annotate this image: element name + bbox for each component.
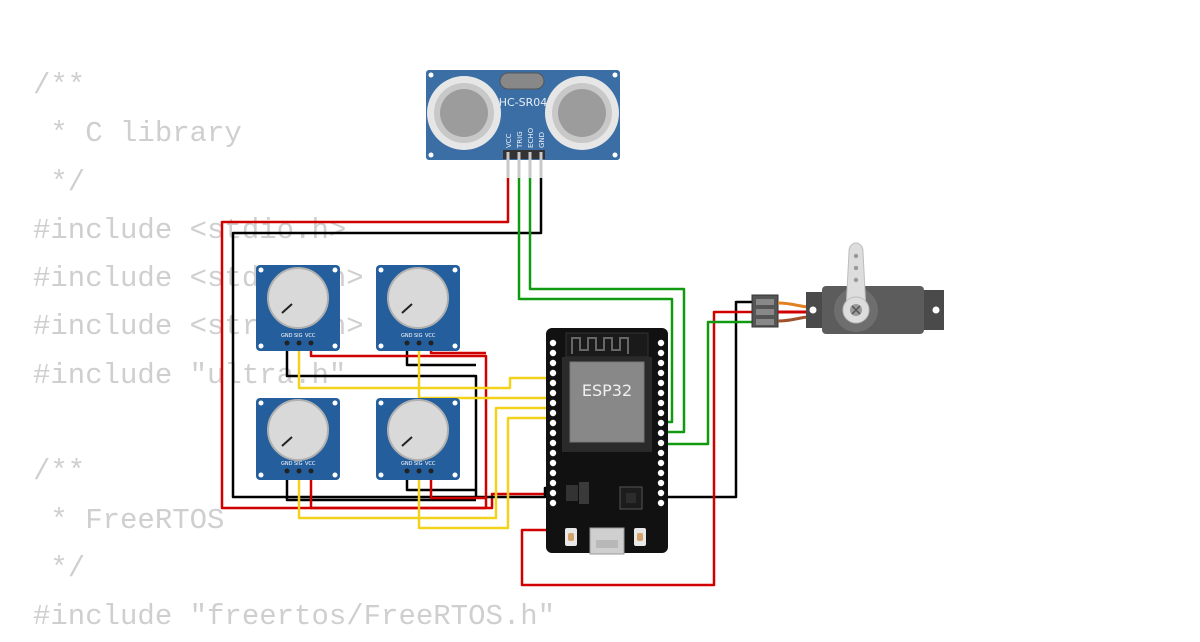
potentiometer-3[interactable]: GND SIG VCC [256, 398, 340, 480]
wire-servo-signal [666, 320, 752, 446]
wire-pot3-sig [297, 406, 552, 520]
wire-pot4-sig [417, 416, 552, 530]
code-line: * FreeRTOS [33, 503, 225, 537]
pot-pin-label-gnd: GND [401, 333, 413, 339]
sensor-pin-label-vcc: VCC [505, 133, 513, 148]
wire-sensor-vcc [220, 160, 552, 510]
wires [220, 160, 752, 587]
sensor-header-pins [503, 150, 545, 159]
sensor-pin-label-gnd: GND [538, 132, 546, 148]
pot-knob[interactable] [267, 267, 329, 329]
sensor-pin-label-trig: TRIG [516, 131, 524, 149]
code-line: /** [33, 69, 86, 102]
servo-horn[interactable] [845, 242, 867, 311]
esp32-pins-right [657, 339, 665, 507]
crystal-oscillator [499, 72, 545, 90]
potentiometer-4[interactable]: GND SIG VCC [376, 398, 460, 480]
code-line: /** [33, 455, 86, 489]
potentiometer-2[interactable]: GND SIG VCC [376, 265, 460, 351]
pot-knob[interactable] [387, 399, 449, 461]
wire-pot1-sig [297, 343, 552, 390]
potentiometer-1[interactable]: GND SIG VCC [256, 265, 340, 351]
pot-pin-label-vcc: VCC [425, 461, 436, 467]
antenna-trace [571, 337, 629, 354]
pot-pin-label-vcc: VCC [305, 461, 316, 467]
wire-pot1-gnd [285, 343, 478, 497]
sensor-pin-label-echo: ECHO [527, 127, 535, 148]
code-line: #include "ultra.h" [33, 358, 347, 392]
pot-pin-label-gnd: GND [401, 461, 413, 467]
code-line: #include <stdio.h> [33, 213, 347, 247]
wire-sensor-echo [528, 160, 686, 434]
esp32-label: ESP32 [582, 381, 632, 400]
esp32-board[interactable]: ESP32 [546, 328, 668, 555]
wire-servo-gnd [666, 300, 752, 499]
pot-pin-label-sig: SIG [414, 461, 423, 467]
sensor-model-label: HC-SR04 [499, 96, 548, 109]
pot-pin-label-sig: SIG [294, 333, 303, 339]
esp32-chip [569, 361, 645, 443]
servo-motor[interactable] [751, 242, 944, 334]
transducer-right [545, 76, 619, 150]
wire-sensor-gnd [231, 160, 552, 499]
code-line: */ [33, 165, 86, 199]
pot-knob[interactable] [267, 399, 329, 461]
code-line: */ [33, 551, 86, 585]
code-line: #include "freertos/FreeRTOS.h" [33, 600, 556, 634]
pot-pin-label-gnd: GND [281, 461, 293, 467]
pot-knob[interactable] [387, 267, 449, 329]
pot-pin-label-sig: SIG [294, 461, 303, 467]
wire-pot3-vcc [309, 470, 486, 510]
pot-pin-label-sig: SIG [414, 333, 423, 339]
transducer-left [427, 76, 501, 150]
wire-sensor-trig [517, 160, 674, 424]
esp32-pins-left [549, 339, 557, 507]
pot-pin-label-gnd: GND [281, 333, 293, 339]
code-line: * C library [33, 117, 242, 151]
pot-pin-label-vcc: VCC [425, 333, 436, 339]
pot-pin-label-vcc: VCC [305, 333, 316, 339]
ultrasonic-sensor[interactable]: HC-SR04 VCC TRIG ECHO GND [426, 70, 620, 178]
